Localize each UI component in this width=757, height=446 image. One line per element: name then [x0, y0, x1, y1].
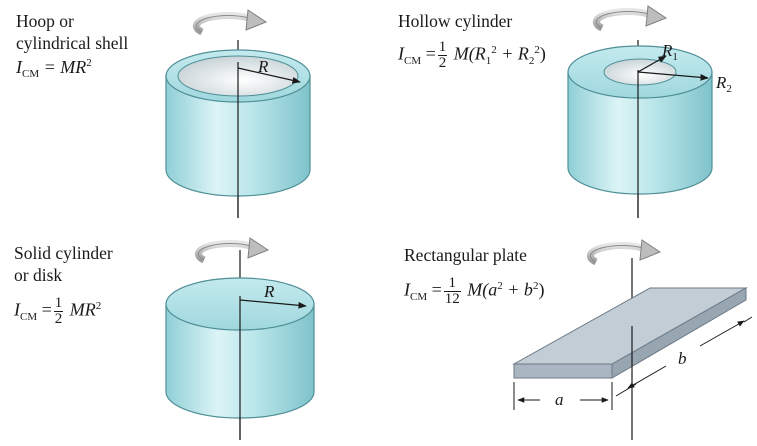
hoop-name-line2: cylindrical shell — [16, 33, 129, 53]
rotation-arrow-icon — [196, 10, 266, 32]
plate-name: Rectangular plate — [404, 245, 527, 265]
plate-b-tick-front — [615, 383, 637, 397]
plate-top-face — [512, 287, 748, 365]
rotation-arrow-icon — [590, 240, 660, 262]
hoop-name-line1: Hoop or — [16, 11, 74, 31]
plate-b-tick-back — [743, 316, 753, 323]
plate-b-arrow-front — [627, 365, 667, 389]
plate-side-face — [611, 287, 747, 379]
hoop-radius-arrow — [237, 67, 301, 84]
hollow-name: Hollow cylinder — [398, 11, 513, 31]
hollow-r1-arrow — [637, 55, 667, 73]
plate-a-label: a — [555, 390, 564, 409]
solid-name-line2: or disk — [14, 265, 63, 285]
rotation-arrow-icon — [198, 238, 268, 260]
plate-b-arrow-back — [699, 320, 745, 347]
hollow-side — [567, 71, 713, 195]
solid-figure: R — [165, 238, 315, 440]
hollow-figure: R1 R2 — [567, 6, 732, 218]
solid-radius-arrow — [239, 299, 307, 309]
plate-front-face — [513, 363, 613, 379]
rotation-arrow-icon — [596, 6, 666, 28]
hollow-r1-label: R1 — [661, 41, 678, 63]
plate-figure: a b — [512, 240, 753, 440]
hollow-r2-arrow — [637, 71, 709, 81]
hollow-r2-label: R2 — [715, 73, 732, 95]
hoop-figure: R — [165, 10, 311, 218]
solid-radius-label: R — [263, 282, 275, 301]
hoop-radius-label: R — [257, 57, 269, 76]
hoop-equation: ICM = MR2 — [16, 57, 92, 80]
solid-name-line1: Solid cylinder — [14, 243, 113, 263]
plate-b-label: b — [678, 349, 687, 368]
